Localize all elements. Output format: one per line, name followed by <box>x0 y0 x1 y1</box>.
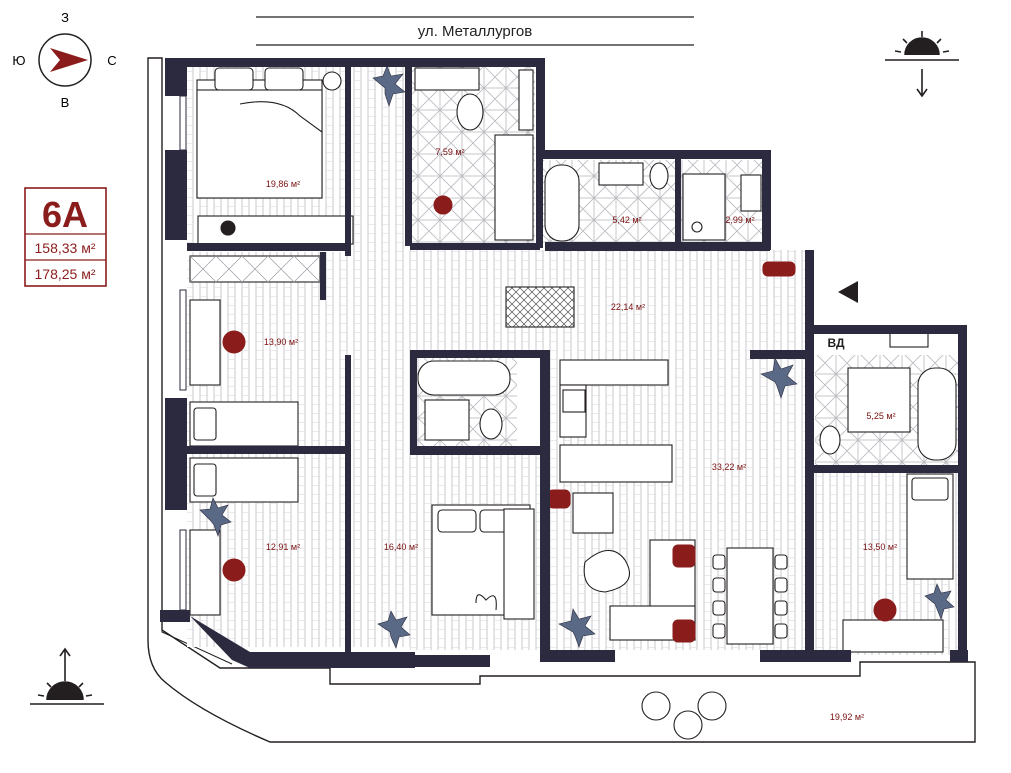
shower-bath3 <box>682 173 726 241</box>
room-area-bathroom-5: 5,25 м² <box>866 411 895 421</box>
accent-chairs <box>222 195 897 643</box>
apartment-area-living: 158,33 м² <box>35 240 96 256</box>
sink-bath2 <box>598 162 644 186</box>
compass-north: З <box>61 10 69 25</box>
toilet-bath5 <box>819 425 841 455</box>
desk-right <box>842 619 944 653</box>
wardrobe-bedroom2 <box>503 508 535 620</box>
dining-chairs <box>712 554 788 639</box>
terrace-table <box>673 710 703 740</box>
room-area-bathroom-3: 2,99 м² <box>725 215 754 225</box>
room-area-bedroom-13-50: 13,50 м² <box>863 542 897 552</box>
furniture <box>189 67 957 740</box>
apartment-area-total: 178,25 м² <box>35 266 96 282</box>
toilet-bath2 <box>649 162 669 190</box>
sink-bath5 <box>847 367 911 433</box>
toilet-bath4 <box>479 408 503 440</box>
hall-bench <box>762 261 796 277</box>
compass-west: Ю <box>12 53 25 68</box>
room-area-bathroom-1: 7,59 м² <box>435 147 464 157</box>
hall-rug <box>505 286 575 328</box>
kitchen-island <box>559 444 673 483</box>
desk-left-upper <box>189 299 221 386</box>
master-chair <box>220 220 236 236</box>
room-area-master-bedroom: 19,86 м² <box>266 179 300 189</box>
vanity-bath1 <box>414 67 480 91</box>
bathtub-bath2 <box>544 164 580 242</box>
room-areas: 19,86 м² 7,59 м² 5,42 м² 2,99 м² 22,14 м… <box>264 147 897 722</box>
dining-table <box>726 547 774 645</box>
armchair-living <box>572 492 614 534</box>
room-area-bedroom-12-91: 12,91 м² <box>266 542 300 552</box>
bathtub-bath5 <box>917 367 957 461</box>
washer-vd <box>889 332 929 348</box>
bed-double-master <box>196 67 342 199</box>
sink-bath4 <box>424 399 470 441</box>
bathtub-bath4 <box>417 360 511 396</box>
apartment-badge: 6А 158,33 м² 178,25 м² <box>24 187 107 287</box>
room-area-hall: 22,14 м² <box>611 302 645 312</box>
compass-south: В <box>61 95 70 110</box>
compass: З В Ю С <box>12 10 116 110</box>
desk-left-lower <box>189 529 221 616</box>
sunrise-icon <box>885 31 959 98</box>
room-area-bedroom-16-40: 16,40 м² <box>384 542 418 552</box>
stove <box>562 389 586 413</box>
room-area-terrace: 19,92 м² <box>830 712 864 722</box>
street-header: ул. Металлургов <box>256 16 694 46</box>
toilet-bath1 <box>456 93 484 131</box>
room-area-bedroom-13-90: 13,90 м² <box>264 337 298 347</box>
radiator-bath1 <box>518 69 534 131</box>
entrance-arrow-icon <box>838 281 858 303</box>
kitchen-counter <box>559 359 669 386</box>
apartment-number: 6А <box>42 194 88 235</box>
compass-arrow-icon <box>50 48 88 72</box>
street-name: ул. Металлургов <box>418 23 532 40</box>
terrace-outline <box>147 57 976 743</box>
washer <box>740 174 762 212</box>
compass-east: С <box>107 53 116 68</box>
shower-bath1 <box>494 134 534 241</box>
room-area-living-kitchen: 33,22 м² <box>712 462 746 472</box>
utility-label: ВД <box>827 336 845 350</box>
coffee-table <box>583 549 630 593</box>
room-area-bathroom-2: 5,42 м² <box>612 215 641 225</box>
walls <box>160 58 968 668</box>
sunset-icon <box>30 647 104 705</box>
plants <box>199 65 955 649</box>
